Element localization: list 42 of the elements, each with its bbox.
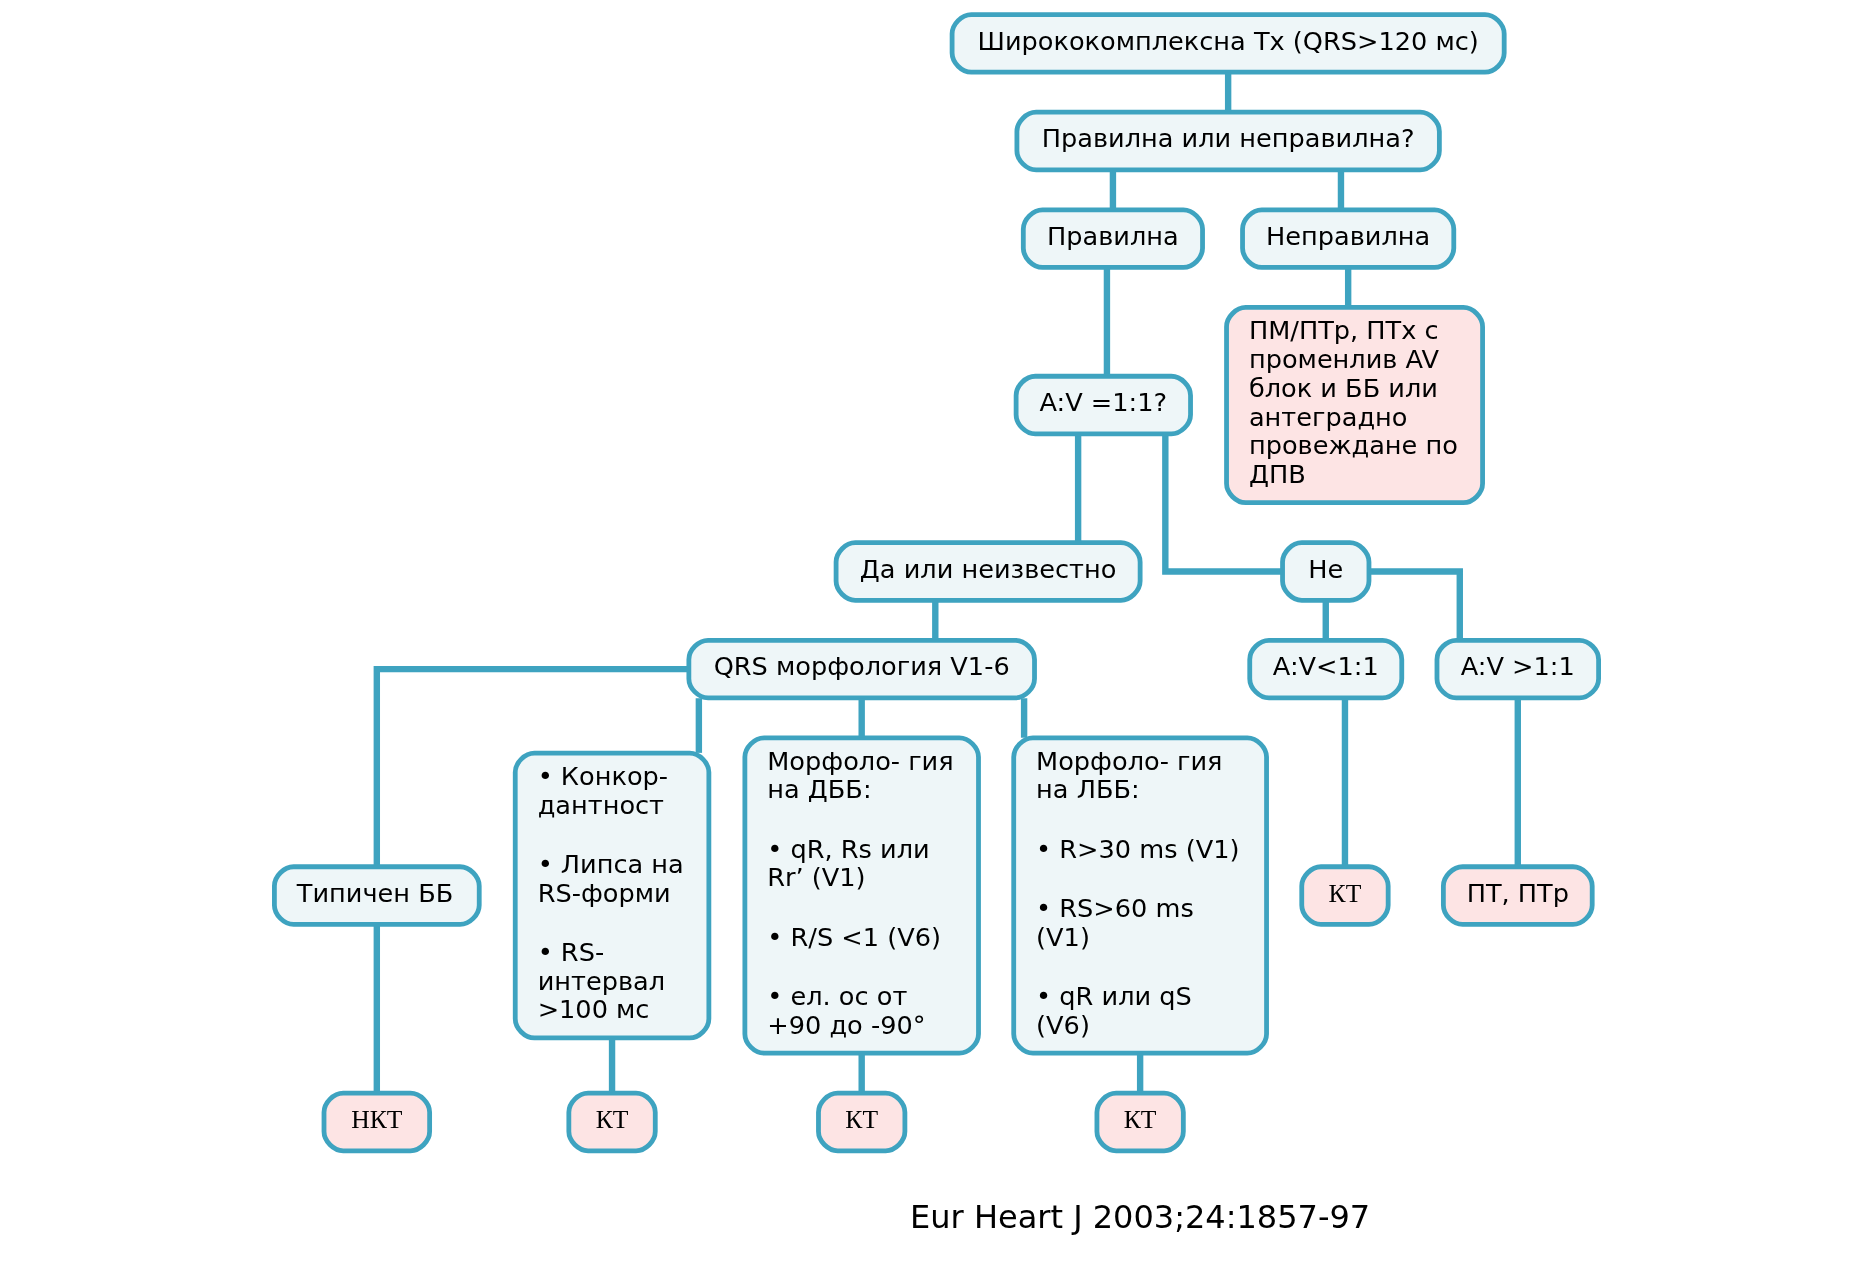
node-box: ПТ, ПТр <box>1440 864 1595 927</box>
connector <box>1074 434 1081 543</box>
node-box: ПМ/ПТр, ПТх с променлив AV блок и ББ или антеградно провеждане по ДПВ <box>1223 305 1485 506</box>
node-box: Неправилна <box>1239 207 1456 270</box>
node-box: Да или неизвестно <box>833 540 1143 603</box>
connector <box>1136 1053 1143 1093</box>
connector <box>1369 568 1463 640</box>
node-box: Морфоло- гия на ДББ: • qR, Rs или Rr’ (V1) • R/S <1 (V6) • ел. ос от +90 до -90° <box>741 735 981 1056</box>
connector <box>1020 698 1027 738</box>
node-box: Ширококомплексна Тх (QRS>120 мс) <box>949 12 1507 75</box>
node-box: Не <box>1279 540 1371 603</box>
connector <box>1341 698 1348 867</box>
connector <box>1322 600 1329 640</box>
node-box: КТ <box>1298 864 1391 927</box>
node-box: QRS морфология V1-6 <box>685 637 1037 701</box>
connector <box>1109 170 1116 210</box>
connector <box>1337 170 1344 210</box>
node-box: Типичен ББ <box>271 864 482 927</box>
connector <box>858 698 865 738</box>
connector <box>1103 267 1110 376</box>
node-box: A:V =1:1? <box>1013 373 1193 437</box>
connector <box>608 1038 615 1093</box>
node-box: Правилна <box>1020 207 1205 270</box>
connector <box>695 698 702 753</box>
node-box: НКТ <box>321 1090 432 1154</box>
connector <box>858 1053 865 1093</box>
connector <box>931 600 938 640</box>
node-box: A:V<1:1 <box>1246 637 1404 701</box>
connector <box>373 924 380 1093</box>
node-box: КТ <box>1094 1090 1186 1154</box>
connector <box>373 665 689 867</box>
node-box: КТ <box>565 1090 658 1154</box>
node-box: Правилна или неправилна? <box>1014 109 1442 173</box>
label: Eur Heart J 2003;24:1857-97 <box>909 1197 1370 1236</box>
connector <box>1344 267 1351 308</box>
connector <box>1514 698 1521 867</box>
connector <box>1224 72 1231 112</box>
node-box: Морфоло- гия на ЛББ: • R>30 ms (V1) • RS>60 ms (V1) • qR или qS (V6) <box>1010 735 1269 1056</box>
node-box: A:V >1:1 <box>1434 637 1601 701</box>
connector <box>1161 434 1282 575</box>
node-box: • Конкор- дантност • Липса на RS-форми • RS- интервал >100 мс <box>512 750 711 1041</box>
node-box: КТ <box>815 1090 907 1154</box>
